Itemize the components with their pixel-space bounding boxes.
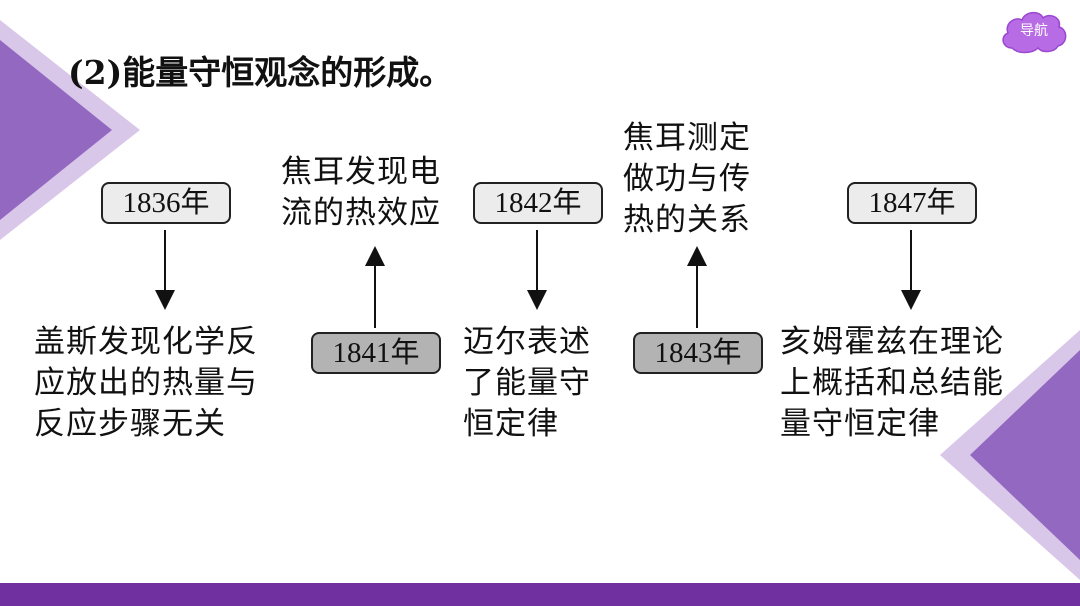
event-hess: 盖斯发现化学反 应放出的热量与 反应步骤无关 xyxy=(34,324,258,442)
year-box-1836: 1836年 xyxy=(101,182,231,224)
event-joule-heating: 焦耳发现电 流的热效应 xyxy=(281,154,441,231)
year-box-1841: 1841年 xyxy=(311,332,441,374)
event-mayer: 迈尔表述 了能量守 恒定律 xyxy=(463,324,591,442)
year-box-1842: 1842年 xyxy=(473,182,603,224)
event-helmholtz: 亥姆霍兹在理论 上概括和总结能 量守恒定律 xyxy=(780,324,1004,442)
year-box-1847: 1847年 xyxy=(847,182,977,224)
right-triangle-decoration xyxy=(940,330,1080,580)
nav-button[interactable]: 导航 xyxy=(998,6,1070,56)
bottom-accent-bar xyxy=(0,583,1080,606)
slide-title: (2)能量守恒观念的形成。 xyxy=(68,53,453,92)
event-joule-work-heat: 焦耳测定 做功与传 热的关系 xyxy=(623,120,751,238)
nav-label: 导航 xyxy=(1020,23,1048,39)
year-box-1843: 1843年 xyxy=(633,332,763,374)
cloud-icon xyxy=(1002,11,1067,54)
left-triangle-decoration xyxy=(0,20,140,240)
